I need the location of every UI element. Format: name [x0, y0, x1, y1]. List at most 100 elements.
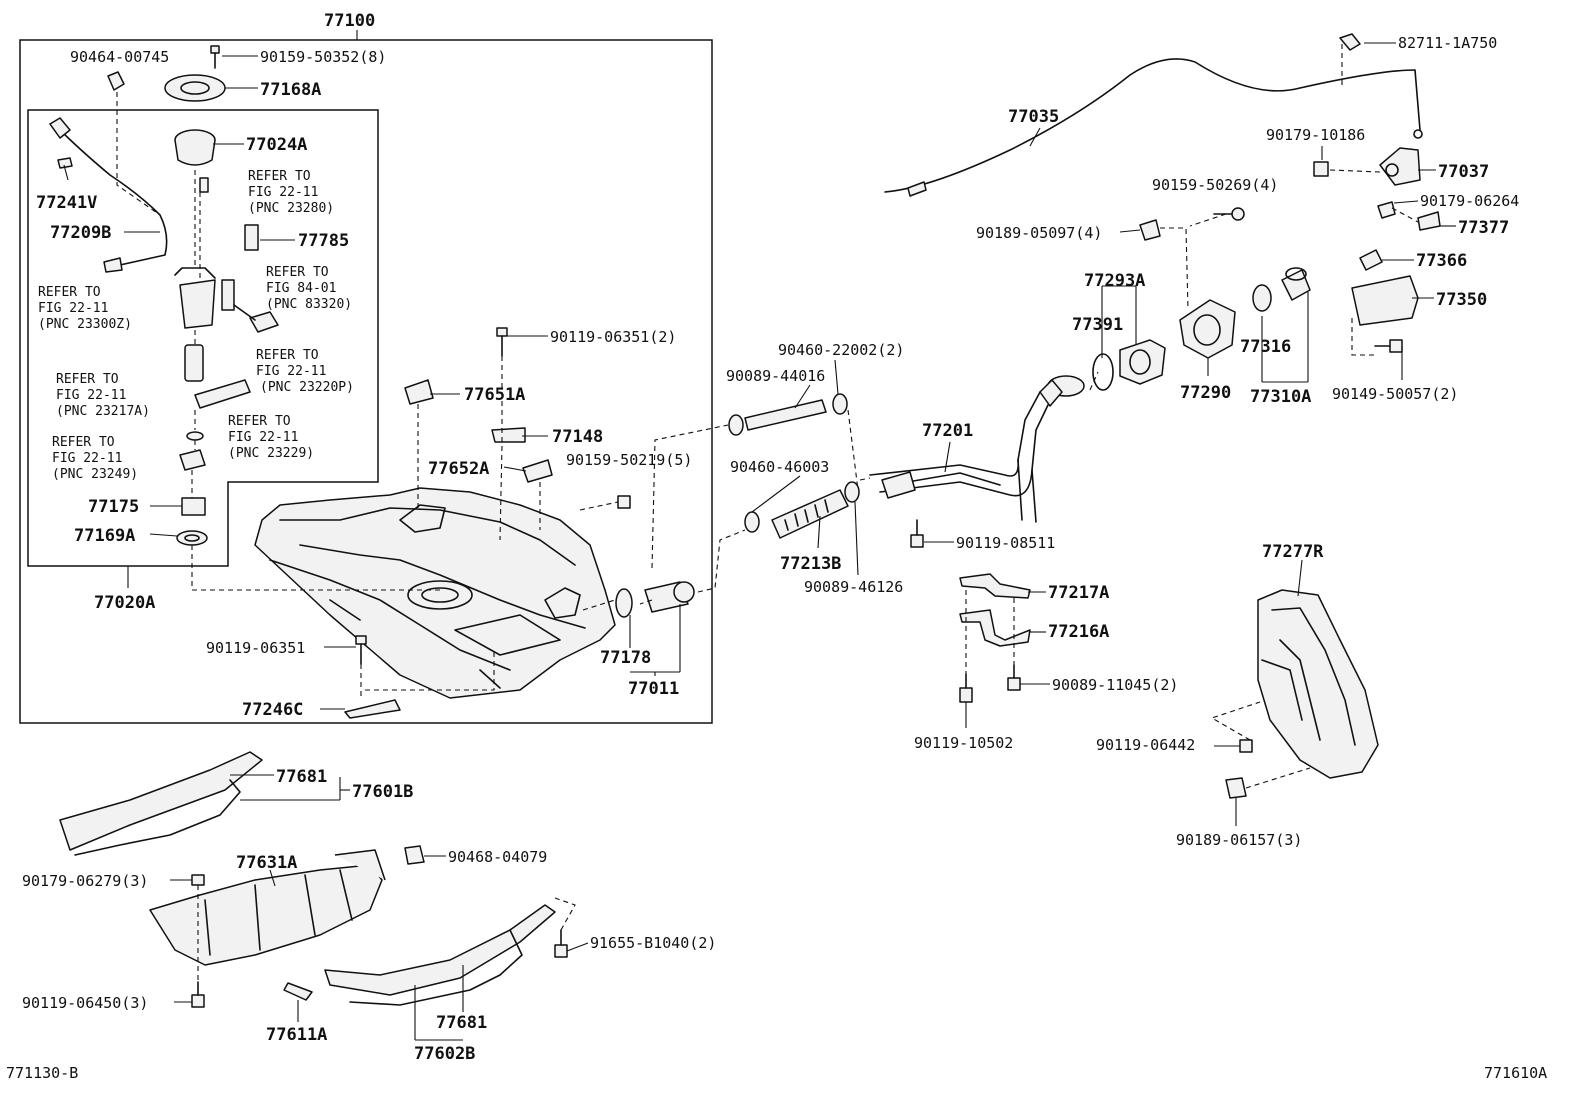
gasket-77168A — [164, 74, 226, 102]
label-77391: 77391 — [1072, 315, 1123, 335]
leader-lines — [63, 42, 1456, 1041]
housing-77293A — [1119, 339, 1166, 385]
bolt-90119-06442 — [1239, 739, 1253, 753]
label-90460-46003: 90460-46003 — [730, 458, 829, 476]
ref5-pnc: (PNC 23217A) — [56, 404, 150, 419]
label-77631A: 77631A — [236, 853, 297, 873]
label-90119-06450: 90119-06450(3) — [22, 994, 148, 1012]
shield-77277R — [1257, 589, 1379, 779]
bolt-91655-B1040 — [554, 929, 568, 958]
lid-77350 — [1351, 275, 1419, 326]
bolt-90159-50352 — [210, 45, 220, 69]
bracket-77217A — [959, 573, 1031, 599]
pump-bracket — [174, 177, 216, 329]
sender-wire-77209B — [49, 117, 168, 273]
label-90149-50057: 90149-50057(2) — [1332, 385, 1458, 403]
ref2-refer: REFER TO — [266, 265, 329, 280]
label-91655-B1040: 91655-B1040(2) — [590, 934, 716, 952]
filler-box-77290 — [1179, 299, 1236, 359]
spring-77377 — [1417, 211, 1441, 231]
bolt-90159-50219 — [617, 495, 631, 509]
ref4-refer: REFER TO — [256, 348, 319, 363]
label-90119-06351: 90119-06351 — [206, 639, 305, 657]
assembly-frame-77100 — [19, 30, 713, 724]
clamp-90089-46126 — [844, 481, 860, 503]
gasket-77316 — [1252, 284, 1272, 312]
part-labels: 77100 90464-00745 90159-50352(8) 77168A … — [6, 11, 1547, 1082]
bolt-90089-11045 — [1007, 664, 1021, 691]
ref7-refer: REFER TO — [52, 435, 115, 450]
ring-77178 — [615, 588, 633, 618]
clip-77175 — [181, 497, 206, 516]
pump-small-parts — [179, 431, 206, 471]
label-77024A: 77024A — [246, 135, 307, 155]
label-77246C: 77246C — [242, 700, 303, 720]
ref4-pnc: (PNC 23220P) — [260, 380, 354, 395]
label-90179-06264: 90179-06264 — [1420, 192, 1519, 210]
ref5-refer: REFER TO — [56, 372, 119, 387]
label-77035: 77035 — [1008, 107, 1059, 127]
ref6-refer: REFER TO — [228, 414, 291, 429]
bolt-90119-06351-2 — [496, 327, 508, 357]
label-77216A: 77216A — [1048, 622, 1109, 642]
label-77209B: 77209B — [50, 223, 111, 243]
label-77601B: 77601B — [352, 782, 413, 802]
label-90179-06279: 90179-06279(3) — [22, 872, 148, 890]
ref3-pnc: (PNC 23300Z) — [38, 317, 132, 332]
label-77290: 77290 — [1180, 383, 1231, 403]
label-77366: 77366 — [1416, 251, 1467, 271]
label-77011: 77011 — [628, 679, 679, 699]
clamp-90460-22002 — [728, 393, 848, 436]
label-77785: 77785 — [298, 231, 349, 251]
ref3-fig: FIG 22-11 — [38, 301, 108, 316]
label-90189-05097: 90189-05097(4) — [976, 224, 1102, 242]
hose-90089-44016 — [744, 399, 827, 431]
ref7-pnc: (PNC 23249) — [52, 467, 138, 482]
label-77168A: 77168A — [260, 80, 321, 100]
clip-77366 — [1359, 249, 1383, 271]
label-77350: 77350 — [1436, 290, 1487, 310]
label-90089-46126: 90089-46126 — [804, 578, 903, 596]
label-77277R: 77277R — [1262, 542, 1324, 562]
label-77310A: 77310A — [1250, 387, 1311, 407]
part-77241V — [57, 157, 73, 169]
cushion-77611A — [283, 982, 313, 1001]
label-77602B: 77602B — [414, 1044, 475, 1064]
label-77611A: 77611A — [266, 1025, 327, 1045]
nut-90179-06264 — [1377, 201, 1396, 219]
sender-gauge — [221, 279, 279, 333]
screw-90159-50269 — [1213, 207, 1245, 221]
label-90464-00745: 90464-00745 — [70, 48, 169, 66]
figure-code-right: 771610A — [1484, 1064, 1547, 1082]
label-90119-06351-2: 90119-06351(2) — [550, 328, 676, 346]
protector-77631A — [149, 849, 386, 966]
label-77213B: 77213B — [780, 554, 841, 574]
ref2-fig: FIG 84-01 — [266, 281, 336, 296]
valve-77011 — [644, 581, 695, 613]
clip-77148 — [491, 427, 526, 443]
bolt-90119-06351 — [355, 635, 367, 665]
label-77217A: 77217A — [1048, 583, 1109, 603]
ref1-refer: REFER TO — [248, 169, 311, 184]
label-77178: 77178 — [600, 648, 651, 668]
clip-90189-06157 — [1225, 777, 1247, 799]
cap-77310A — [1281, 267, 1311, 301]
label-90159-50269: 90159-50269(4) — [1152, 176, 1278, 194]
label-90089-11045: 90089-11045(2) — [1052, 676, 1178, 694]
label-77169A: 77169A — [74, 526, 135, 546]
label-90159-50352: 90159-50352(8) — [260, 48, 386, 66]
label-82711-1A750: 82711-1A750 — [1398, 34, 1497, 52]
hose-77213B — [771, 489, 849, 539]
label-77241V: 77241V — [36, 193, 97, 213]
bolt-90119-10502 — [959, 673, 973, 703]
label-77377: 77377 — [1458, 218, 1509, 238]
nut-90179-10186 — [1313, 161, 1329, 177]
label-90119-10502: 90119-10502 — [914, 734, 1013, 752]
ref6-fig: FIG 22-11 — [228, 430, 298, 445]
label-90468-04079: 90468-04079 — [448, 848, 547, 866]
strap-77602B — [324, 904, 556, 1006]
clamp-90460-46003 — [744, 511, 760, 533]
label-77037: 77037 — [1438, 162, 1489, 182]
screw-90149-50057 — [1374, 339, 1403, 353]
ref6-pnc: (PNC 23229) — [228, 446, 314, 461]
